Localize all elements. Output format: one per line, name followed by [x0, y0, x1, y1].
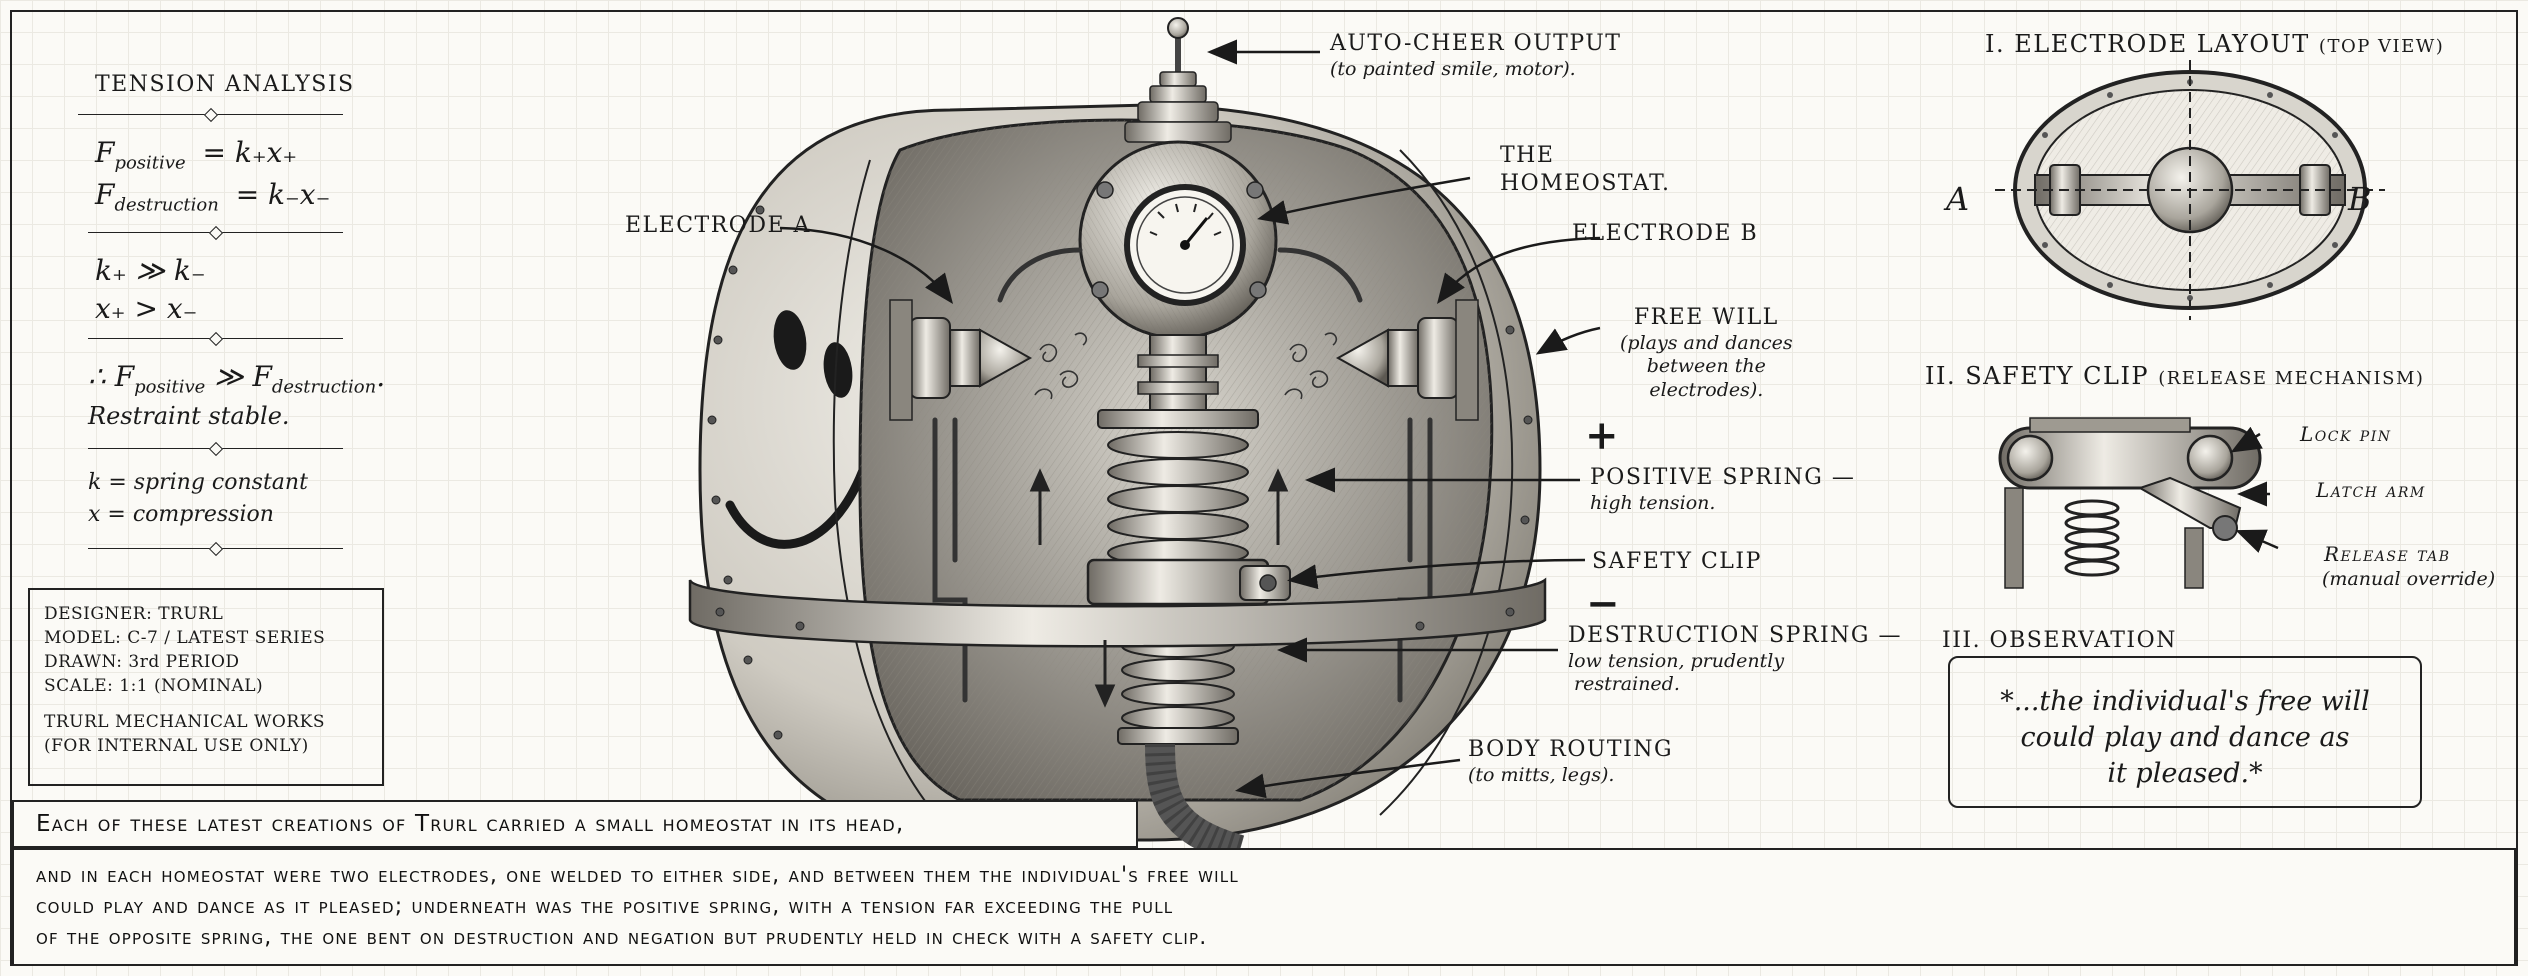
quote-line-1: *...the individual's free will	[2000, 686, 2370, 717]
label-b: B	[2348, 180, 2372, 218]
works-line: TRURL MECHANICAL WORKS	[44, 712, 326, 732]
callout-leaders	[779, 39, 1601, 799]
label-a: A	[1946, 180, 1970, 218]
divider	[88, 232, 343, 233]
callout-free-will: FREE WILL (plays and dances between the …	[1620, 305, 1793, 401]
internal-line: (FOR INTERNAL USE ONLY)	[44, 736, 309, 756]
caption-line-3: could play and dance as it pleased; unde…	[36, 894, 1174, 919]
caption-line-4: of the opposite spring, the one bent on …	[36, 925, 1208, 950]
divider	[88, 448, 343, 449]
callout-destruction-spring: DESTRUCTION SPRING — low tension, pruden…	[1568, 623, 1902, 696]
panel-observation-title: III. OBSERVATION	[1942, 628, 2177, 653]
safety-clip-diagram	[1998, 417, 2279, 589]
free-will-swirls	[1034, 332, 1338, 400]
caption-line-1-box: Each of these latest creations of Trurl …	[12, 800, 1138, 848]
callout-auto-cheer: AUTO-CHEER OUTPUT (to painted smile, mot…	[1330, 31, 1622, 80]
formula-f-positive: Fpositive = k₊x₊	[95, 136, 298, 174]
plus-sign: +	[1585, 412, 1619, 459]
collar-belt	[688, 577, 1547, 648]
right-eye	[823, 342, 853, 398]
divider	[78, 114, 343, 115]
panel-electrode-layout-title: I. ELECTRODE LAYOUT (TOP VIEW)	[1985, 30, 2445, 58]
callout-homeostat: THE HOMEOSTAT.	[1500, 143, 1671, 196]
callout-safety-clip: SAFETY CLIP	[1592, 549, 1762, 574]
label-lock-pin: Lock pin	[2300, 422, 2392, 446]
auto-cheer-antenna	[1124, 17, 1232, 143]
painted-smile	[725, 460, 870, 549]
designer-line: DESIGNER: TRURL	[44, 604, 224, 624]
label-latch-arm: Latch arm	[2316, 478, 2426, 502]
quote-line-2: could play and dance as	[2020, 722, 2350, 753]
tension-analysis-title: TENSION ANALYSIS	[95, 72, 355, 97]
callout-electrode-b: ELECTRODE B	[1572, 221, 1759, 246]
label-release-tab: Release tab	[2324, 542, 2451, 566]
callout-electrode-a: ELECTRODE A	[625, 213, 811, 238]
left-eye	[773, 310, 807, 370]
electrode-a	[889, 299, 1033, 421]
callout-body-routing: BODY ROUTING (to mitts, legs).	[1468, 737, 1674, 786]
quote-line-3: it pleased.*	[2107, 758, 2263, 789]
label-manual-override: (manual override)	[2322, 568, 2496, 590]
definition-x: x = compression	[88, 502, 274, 527]
inequality-k: k₊ ≫ k₋	[95, 254, 206, 287]
definition-k: k = spring constant	[88, 470, 308, 495]
caption-line-1: Each of these latest creations of Trurl …	[36, 811, 905, 837]
callout-positive-spring: POSITIVE SPRING — high tension.	[1590, 465, 1856, 514]
caption-body-box: and in each homeostat were two electrode…	[12, 848, 2516, 966]
divider	[88, 338, 343, 339]
body-conduit	[1145, 743, 1245, 865]
electrode-b	[1335, 299, 1479, 421]
electrode-layout-diagram	[1995, 60, 2385, 320]
observation-quote-box: *...the individual's free will could pla…	[1948, 656, 2422, 808]
title-block: DESIGNER: TRURL MODEL: C-7 / LATEST SERI…	[28, 588, 384, 786]
safety-clip-collar	[1086, 558, 1291, 606]
homeostat	[1078, 140, 1278, 411]
panel-safety-clip-title: II. SAFETY CLIP (RELEASE MECHANISM)	[1925, 362, 2425, 390]
caption-line-2: and in each homeostat were two electrode…	[36, 863, 1239, 888]
restraint-stable: Restraint stable.	[88, 402, 290, 430]
scale-line: SCALE: 1:1 (NOMINAL)	[44, 676, 264, 696]
divider	[88, 548, 343, 549]
inequality-x: x₊ > x₋	[95, 292, 198, 325]
model-line: MODEL: C-7 / LATEST SERIES	[44, 628, 326, 648]
minus-sign: −	[1586, 580, 1620, 627]
conclusion-formula: ∴ Fpositive ≫ Fdestruction.	[88, 360, 386, 398]
drawn-line: DRAWN: 3rd PERIOD	[44, 652, 240, 672]
formula-f-destruction: Fdestruction = k₋x₋	[95, 178, 331, 216]
